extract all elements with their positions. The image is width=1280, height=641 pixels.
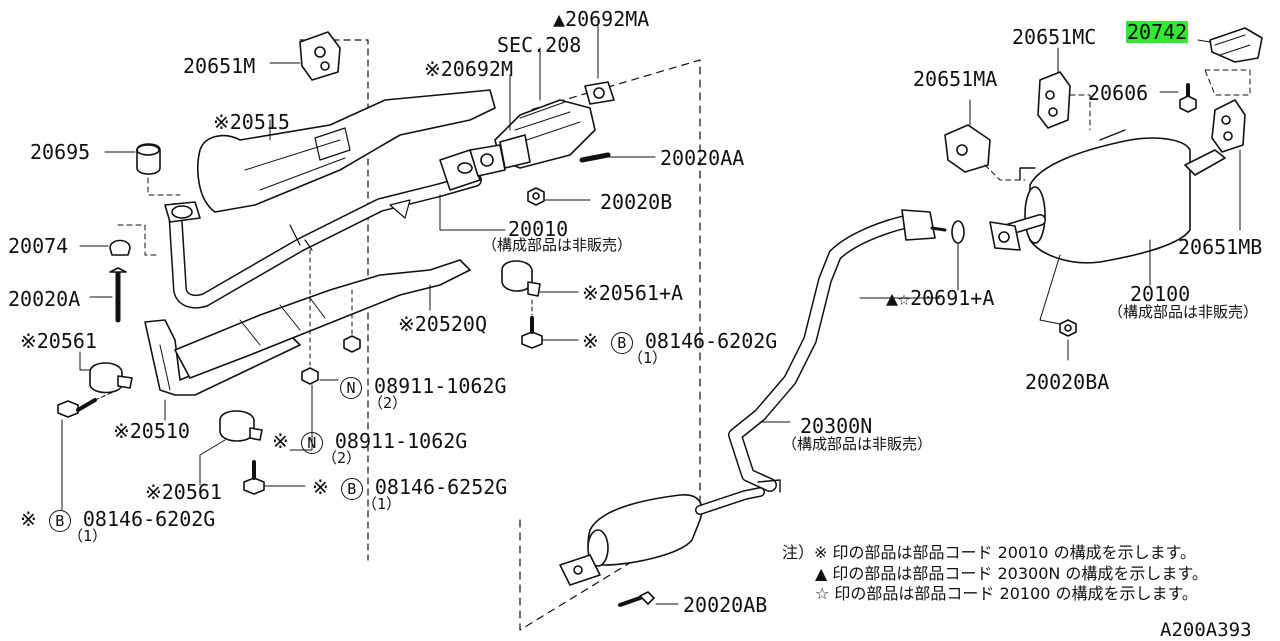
clamp-20561-bottom	[219, 410, 255, 442]
qty-n-08911-1062G-b: （2）	[322, 449, 362, 467]
note-20100: （構成部品は非販売）	[1108, 303, 1259, 321]
note-line-1: 注）※ 印の部品は部品コード 20010 の構成を示します。	[782, 543, 1196, 562]
label-20651MA: 20651MA	[913, 67, 998, 91]
label-20695: 20695	[30, 140, 91, 164]
bolt-08146-6252G	[243, 477, 265, 495]
bolt-08146-6202G-left	[57, 400, 79, 418]
label-20692M: ※20692M	[424, 57, 514, 81]
bolt-08146-6202G-mid	[521, 331, 543, 349]
label-20692MA: ▲20692MA	[553, 7, 650, 31]
label-20742-highlighted[interactable]: 20742	[1126, 20, 1189, 44]
gasket-20692MA	[584, 81, 615, 105]
label-20561-left: ※20561	[20, 329, 97, 353]
mount-rubber-20651M	[299, 31, 341, 81]
heat-insulator-20520Q	[174, 259, 471, 379]
label-20020B: 20020B	[600, 190, 673, 214]
label-20561-bottom: ※20561	[145, 480, 222, 504]
label-20074: 20074	[8, 234, 69, 258]
n-circle-icon: N	[300, 431, 323, 454]
n-08911-1062G-b-value: 08911-1062G	[334, 429, 468, 453]
qty-b-08146-6202G-mid: （1）	[628, 349, 668, 367]
mount-rubber-20651MC	[1037, 71, 1071, 129]
label-20300N: 20300N	[800, 414, 873, 438]
label-20520Q: ※20520Q	[398, 312, 488, 336]
grommet-20074	[109, 239, 131, 256]
b-08146-6252G-value: 08146-6252G	[374, 475, 508, 499]
label-b-08146-6202G-left: ※ B 08146-6202G	[20, 507, 216, 532]
note-line-3: ☆ 印の部品は部品コード 20100 の構成を示します。	[815, 584, 1198, 603]
n-08911-1062G-a-value: 08911-1062G	[374, 374, 507, 398]
b-08146-6202G-mid-value: 08146-6202G	[644, 329, 778, 353]
label-20606: 20606	[1088, 81, 1149, 105]
label-20651M: 20651M	[183, 54, 256, 78]
label-n-08911-1062G-b: ※ N 08911-1062G	[272, 429, 468, 454]
label-20691A: ▲☆20691+A	[886, 286, 995, 310]
label-20020AB: 20020AB	[683, 593, 768, 617]
note-20300N: （構成部品は非販売）	[782, 435, 933, 453]
qty-b-08146-6202G-left: （1）	[68, 527, 108, 545]
label-20515: ※20515	[213, 110, 290, 134]
qty-b-08146-6252G: （1）	[362, 495, 402, 513]
bracket-20742	[1209, 27, 1263, 63]
qty-n-08911-1062G-a: （2）	[368, 394, 408, 412]
stud-20020AA	[579, 152, 611, 163]
label-b-08146-6252G: ※ B 08146-6252G	[312, 475, 508, 500]
label-20651MB: 20651MB	[1178, 235, 1263, 259]
label-20020A: 20020A	[8, 287, 81, 311]
label-20010: 20010	[508, 217, 569, 241]
label-20510: ※20510	[113, 419, 190, 443]
n-circle-icon: N	[340, 376, 362, 399]
gasket-20691A	[951, 220, 965, 244]
b-circle-icon: B	[340, 477, 363, 500]
label-n-08911-1062G-a: N 08911-1062G	[340, 375, 507, 399]
label-sec208: SEC.208	[497, 33, 582, 57]
label-20561A: ※20561+A	[582, 281, 684, 305]
label-b-08146-6202G-mid: ※ B 08146-6202G	[582, 329, 778, 354]
nut-20020B	[527, 187, 545, 206]
mount-rubber-20651MB	[1211, 99, 1246, 153]
nut-08911-1062G-a	[301, 367, 319, 385]
note-20010: （構成部品は非販売）	[482, 236, 633, 254]
main-muffler-20100	[1029, 137, 1191, 264]
bolt-20020AB	[618, 596, 642, 607]
b-08146-6202G-left-value: 08146-6202G	[82, 507, 216, 531]
label-20651MC: 20651MC	[1012, 25, 1097, 49]
nut-20020BA	[1059, 319, 1077, 337]
nut-08911-1062G-b	[343, 335, 361, 353]
label-20020BA: 20020BA	[1025, 370, 1110, 394]
seal-20695	[136, 143, 161, 175]
label-20020AA: 20020AA	[660, 146, 745, 170]
label-20100: 20100	[1130, 282, 1191, 306]
note-line-2: ▲ 印の部品は部品コード 20300N の構成を示します。	[815, 564, 1208, 583]
diagram-id: A200A393	[1160, 619, 1252, 641]
